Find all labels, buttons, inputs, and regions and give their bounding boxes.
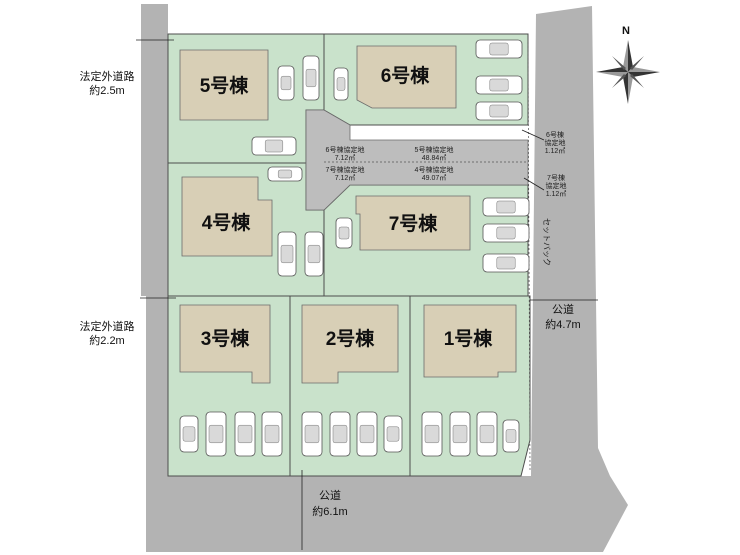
building-5-label: 5号棟 <box>200 74 250 97</box>
parking-car-lot5 <box>302 55 320 101</box>
parking-car-lot6 <box>475 39 523 59</box>
svg-text:7号棟: 7号棟 <box>547 173 565 182</box>
west-road-upper <box>141 4 168 296</box>
easement-lot7-driveway: 7号棟協定地 7.12㎡ <box>326 165 365 182</box>
parking-car-lot7 <box>482 223 530 243</box>
parking-car-lot1 <box>421 411 443 457</box>
parking-car-lot1 <box>449 411 471 457</box>
building-3-label: 3号棟 <box>201 327 251 350</box>
svg-text:7.12㎡: 7.12㎡ <box>335 174 356 182</box>
svg-text:1.12㎡: 1.12㎡ <box>545 147 566 155</box>
parking-car-lot6 <box>475 101 523 121</box>
east-road <box>531 6 610 476</box>
easement-lot4-driveway: 4号棟協定地 49.07㎡ <box>415 165 454 182</box>
parking-car-lot4 <box>267 166 303 182</box>
compass-rose: N <box>596 25 660 104</box>
easement-lot6-driveway: 6号棟協定地 7.12㎡ <box>326 145 365 162</box>
svg-text:7.12㎡: 7.12㎡ <box>335 154 356 162</box>
svg-text:49.07㎡: 49.07㎡ <box>422 174 447 182</box>
parking-car-lot1 <box>502 419 520 453</box>
parking-car-lot2 <box>383 415 403 453</box>
west-road-lower <box>146 296 171 476</box>
parking-car-lot7 <box>335 217 353 249</box>
parking-car-lot6 <box>475 75 523 95</box>
svg-text:6号棟: 6号棟 <box>546 130 564 139</box>
parking-car-lot5 <box>277 65 295 101</box>
building-5 <box>179 49 269 121</box>
parking-car-lot2 <box>329 411 351 457</box>
svg-text:公道: 公道 <box>552 302 574 316</box>
svg-text:法定外道路: 法定外道路 <box>80 319 135 333</box>
parking-car-lot2 <box>356 411 378 457</box>
building-4 <box>181 176 273 257</box>
svg-text:協定地: 協定地 <box>545 138 566 147</box>
parking-car-lot4 <box>277 231 297 277</box>
building-7-label: 7号棟 <box>389 212 439 235</box>
parking-car-lot7 <box>482 253 530 273</box>
leader-lot7-corner <box>523 177 545 191</box>
svg-text:公道: 公道 <box>319 488 341 502</box>
svg-text:協定地: 協定地 <box>546 181 567 190</box>
easement-lot5-driveway: 5号棟協定地 48.84㎡ <box>415 145 454 162</box>
parking-car-lot5 <box>333 67 349 101</box>
building-2 <box>301 304 399 384</box>
parking-car-lot5 <box>251 136 297 156</box>
south-road <box>146 476 628 552</box>
svg-text:約6.1m: 約6.1m <box>312 504 347 518</box>
shared-driveway <box>305 109 529 211</box>
road-label-east: 公道 約4.7m <box>545 302 580 331</box>
svg-text:約2.2m: 約2.2m <box>89 333 124 347</box>
leader-lot6-corner <box>521 129 545 141</box>
svg-text:約4.7m: 約4.7m <box>545 317 580 331</box>
parking-car-lot3 <box>261 411 283 457</box>
parking-car-lot3 <box>179 415 199 453</box>
svg-text:48.84㎡: 48.84㎡ <box>422 154 447 162</box>
building-7 <box>355 195 471 251</box>
road-label-west-lower: 法定外道路 約2.2m <box>80 319 135 347</box>
easement-lot7-corner: 7号棟 協定地 1.12㎡ <box>546 173 567 198</box>
road-label-south: 公道 約6.1m <box>312 488 347 518</box>
road-label-west-upper: 法定外道路 約2.5m <box>80 69 135 97</box>
svg-text:約2.5m: 約2.5m <box>89 83 124 97</box>
easement-lot6-corner: 6号棟 協定地 1.12㎡ <box>545 130 566 155</box>
building-1 <box>423 304 517 378</box>
svg-text:5号棟協定地: 5号棟協定地 <box>415 145 454 154</box>
parking-car-lot4 <box>304 231 324 277</box>
parking-car-lot7 <box>482 197 530 217</box>
parking-car-lot3 <box>205 411 227 457</box>
svg-text:1.12㎡: 1.12㎡ <box>546 190 567 198</box>
building-4-label: 4号棟 <box>202 211 252 234</box>
building-3 <box>179 304 271 384</box>
building-1-label: 1号棟 <box>444 327 494 350</box>
parking-spaces <box>179 39 530 457</box>
parking-car-lot2 <box>301 411 323 457</box>
setback-label: セットバック <box>542 218 551 266</box>
building-6-label: 6号棟 <box>381 64 431 87</box>
building-2-label: 2号棟 <box>326 327 376 350</box>
svg-text:法定外道路: 法定外道路 <box>80 69 135 83</box>
parking-car-lot1 <box>476 411 498 457</box>
building-6 <box>356 45 457 109</box>
parking-car-lot3 <box>234 411 256 457</box>
svg-text:6号棟協定地: 6号棟協定地 <box>326 145 365 154</box>
svg-text:7号棟協定地: 7号棟協定地 <box>326 165 365 174</box>
compass-north-label: N <box>622 25 630 37</box>
svg-text:4号棟協定地: 4号棟協定地 <box>415 165 454 174</box>
